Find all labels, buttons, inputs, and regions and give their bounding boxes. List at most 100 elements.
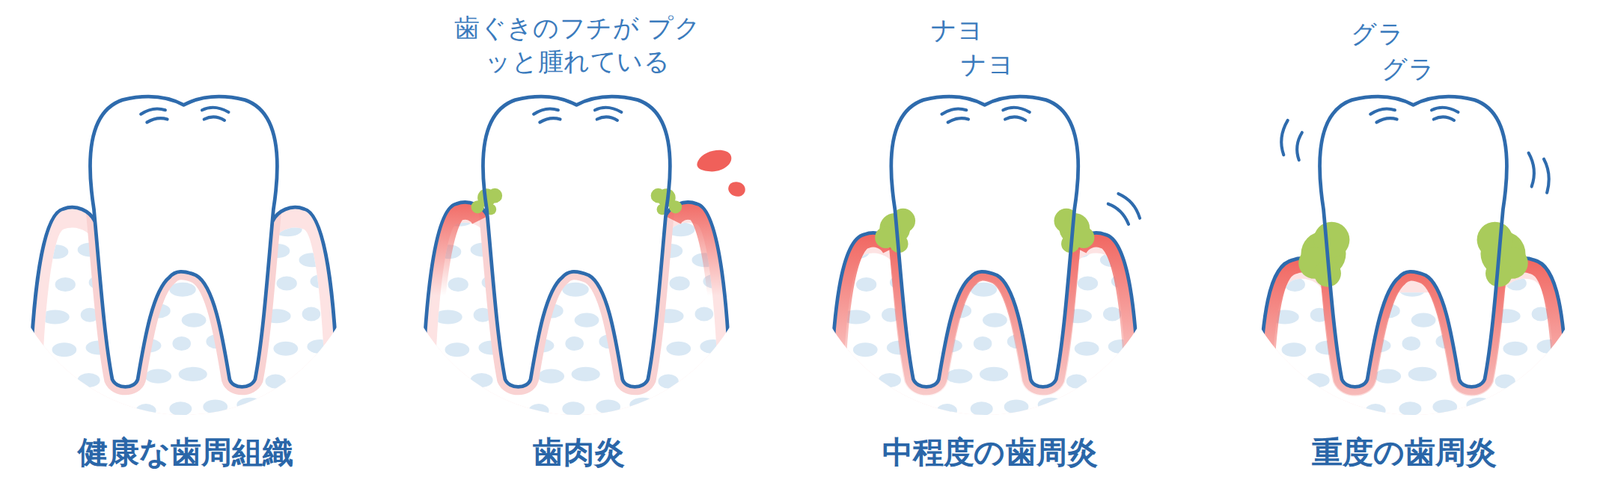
bone-dot xyxy=(811,246,834,262)
bone-dot xyxy=(1432,400,1458,415)
bone-dot xyxy=(1240,246,1263,262)
blood-drop xyxy=(696,150,732,173)
bone-dot xyxy=(1155,337,1184,352)
tooth-panel xyxy=(1229,96,1600,429)
bone-dot xyxy=(1543,220,1562,235)
bone-dot xyxy=(1248,344,1271,360)
gum-line xyxy=(272,207,340,429)
crown-detail xyxy=(204,116,225,120)
bone-dot xyxy=(336,185,361,200)
stage-caption: 歯肉炎 xyxy=(532,432,625,473)
bone-dot xyxy=(1281,212,1311,227)
bone-dot xyxy=(1307,373,1330,388)
bone-dot xyxy=(1531,187,1555,203)
bone-dot xyxy=(299,372,322,387)
bone-dot xyxy=(1103,306,1122,322)
annotation: 歯ぐきのフチが プクッと腫れている xyxy=(449,11,705,79)
bone-dot xyxy=(270,395,299,411)
bone-dot xyxy=(903,406,922,421)
bone-dot xyxy=(850,396,879,411)
gum-line xyxy=(1257,258,1325,429)
stage-caption: 中程度の歯周炎 xyxy=(882,432,1098,473)
bone-dot xyxy=(1240,366,1259,381)
crown-detail xyxy=(533,108,559,114)
stage-caption: 重度の歯周炎 xyxy=(1311,432,1497,473)
crown-detail xyxy=(1002,107,1029,113)
bone-dot xyxy=(844,375,866,390)
bone-dot xyxy=(538,369,565,384)
bone-dot xyxy=(853,342,878,357)
bone-dot xyxy=(444,342,470,357)
bone-dot xyxy=(979,367,1009,382)
motion-line xyxy=(1543,159,1550,194)
bone-dot xyxy=(1136,305,1157,320)
bone-dot xyxy=(1562,370,1588,385)
bone-dot xyxy=(1278,396,1307,411)
motion-line xyxy=(1118,193,1140,219)
bone-dot xyxy=(1133,370,1159,385)
bone-dot xyxy=(811,366,830,381)
motion-line xyxy=(1108,204,1129,225)
tartar xyxy=(471,200,485,214)
bone-dot xyxy=(847,190,869,206)
bone-dot xyxy=(1499,395,1529,411)
tooth-outline xyxy=(482,96,670,387)
bone-dot xyxy=(728,305,750,320)
ligament xyxy=(89,96,277,387)
bone-dot xyxy=(1074,342,1100,357)
motion-line xyxy=(1296,132,1303,161)
bone-dot xyxy=(1374,369,1401,384)
bone-dot xyxy=(1398,401,1422,417)
bone-dot xyxy=(1004,400,1029,415)
gum xyxy=(1257,258,1569,429)
bone-dot xyxy=(595,400,621,415)
tartar xyxy=(487,188,503,204)
bone-dot xyxy=(945,369,973,384)
bone-dot xyxy=(1565,185,1591,200)
tooth-outline xyxy=(1319,96,1507,387)
bone-dot xyxy=(629,398,656,413)
bone-dot xyxy=(702,404,722,420)
bone-dot xyxy=(1136,185,1162,200)
bone-dot xyxy=(470,373,494,388)
bone-dot xyxy=(10,366,30,381)
crown-detail xyxy=(948,118,969,122)
bone-dot xyxy=(1540,404,1559,420)
bone-dot xyxy=(695,187,718,203)
gum-line xyxy=(28,207,96,429)
bone-dot xyxy=(808,312,835,327)
bone-dot xyxy=(663,395,692,411)
bone-dot xyxy=(44,244,69,259)
tooth-panel xyxy=(0,96,383,429)
bone-dot xyxy=(55,277,76,292)
bone-dot xyxy=(1576,218,1598,233)
bone-dot xyxy=(1158,403,1179,418)
bone-dot xyxy=(1244,398,1271,414)
bone-dot xyxy=(392,181,412,197)
bone-dot xyxy=(306,339,334,354)
bone-dot xyxy=(10,246,33,262)
bone-dot xyxy=(565,336,584,351)
tooth-fill xyxy=(891,96,1079,387)
bone-dot xyxy=(936,404,958,419)
bone-dot xyxy=(18,344,42,360)
bone-dot xyxy=(1066,374,1087,389)
inflammation xyxy=(1501,258,1569,429)
bone-dot xyxy=(666,342,691,357)
inflammation xyxy=(665,202,732,429)
bone-dot xyxy=(571,367,601,382)
bone-dot xyxy=(310,404,330,420)
bone-dot xyxy=(725,250,754,265)
bone-dot xyxy=(816,398,843,414)
crown-detail xyxy=(597,116,618,120)
bone-dot xyxy=(736,283,762,298)
bone-dot xyxy=(1536,339,1563,354)
bone-dot xyxy=(302,306,322,322)
bone-dot xyxy=(1144,283,1170,298)
crown-detail xyxy=(594,107,622,113)
bone-dot xyxy=(448,277,469,292)
crown-detail xyxy=(1431,107,1458,113)
bone-dot xyxy=(973,336,993,351)
bone-dot xyxy=(1528,372,1552,387)
bone-dot xyxy=(1111,404,1131,420)
